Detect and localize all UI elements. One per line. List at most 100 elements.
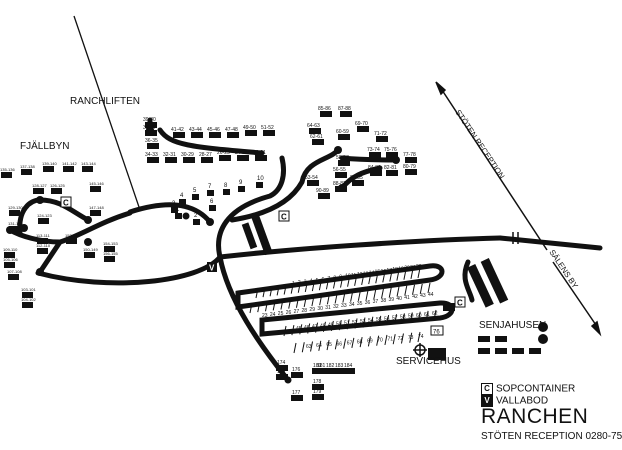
cabin-block xyxy=(21,169,32,175)
cabin-number: 82-81 xyxy=(384,165,397,171)
cabin-block xyxy=(9,226,20,232)
row3-number: 57 xyxy=(392,315,398,321)
parking-tick xyxy=(322,321,326,332)
cabin-number: 41-42 xyxy=(171,127,184,133)
parking-tick xyxy=(311,280,315,292)
cabin-number: 69-70 xyxy=(355,121,368,127)
marker-container-east: C xyxy=(457,299,463,308)
cabin-block xyxy=(171,207,178,213)
cabin-block xyxy=(227,132,239,138)
cabin-number: 53-54 xyxy=(305,175,318,181)
lower-cabin-number: 181 xyxy=(317,363,326,369)
parking-tick xyxy=(367,336,371,347)
row1-number: 20 xyxy=(404,266,410,272)
cabin-block xyxy=(145,122,157,128)
cabin-number: 113-111 xyxy=(36,233,51,238)
arrow-south-icon xyxy=(590,320,602,337)
parking-tick xyxy=(310,341,314,352)
parking-tick xyxy=(351,337,355,348)
parking-tick xyxy=(319,295,323,306)
row4-number: 72 xyxy=(398,336,404,342)
cabin-block xyxy=(340,111,352,117)
cabin-block xyxy=(291,395,303,401)
cabin-block xyxy=(37,248,48,254)
row3-number: 56 xyxy=(384,316,390,322)
cabin-number: 62-61 xyxy=(310,134,323,140)
cabin-block xyxy=(22,292,33,298)
row1-number: 5 xyxy=(316,278,319,284)
marker-container-fjallbyn: C xyxy=(63,199,69,208)
map-title: RANCHEN xyxy=(481,405,589,428)
row2-number: 31 xyxy=(325,305,331,311)
cabin-block xyxy=(245,130,257,136)
cabin-number: 58-57 xyxy=(336,155,349,161)
parking-tick xyxy=(304,281,308,293)
parking-tick xyxy=(361,274,365,286)
parking-tick xyxy=(280,299,284,310)
cabin-number: 109-110 xyxy=(3,247,18,252)
cabin-number: 75-76 xyxy=(384,147,397,153)
row1-number: 8 xyxy=(333,275,336,281)
parking-tick xyxy=(334,339,338,350)
parking-tick xyxy=(404,285,408,296)
cabin-number: 43-44 xyxy=(189,127,202,133)
cabin-block xyxy=(276,374,288,380)
parking-tick xyxy=(334,293,338,304)
cabin-number: 150-149 xyxy=(83,247,98,252)
row3-number: 60 xyxy=(416,313,422,319)
parking-tick xyxy=(384,334,388,346)
parking-tick xyxy=(297,282,301,293)
lower-cabin-number: 180 xyxy=(313,363,322,369)
parking-tick xyxy=(354,275,358,286)
cabin-number: 103-101 xyxy=(21,287,36,292)
cabin-block xyxy=(405,169,417,175)
direction-arrows xyxy=(435,81,602,337)
lower-cabin-number: 174 xyxy=(277,360,286,366)
row2-number: 29 xyxy=(309,307,315,313)
cabin-block xyxy=(90,210,101,216)
row4-number: 65 xyxy=(326,342,332,348)
cabin-block xyxy=(183,157,195,163)
parking-tick xyxy=(401,313,405,324)
row3-number: 54 xyxy=(368,318,374,324)
row1-number: 21 xyxy=(410,265,416,271)
cabin-block xyxy=(386,170,398,176)
parking-tick xyxy=(410,268,414,279)
parking-tick xyxy=(396,270,400,281)
parking-tick xyxy=(342,292,346,303)
cabin-block xyxy=(147,143,159,149)
cabin-block xyxy=(84,252,95,258)
lower-cabin-number: 182 xyxy=(326,363,335,369)
parking-tick xyxy=(330,320,334,332)
cabin-block xyxy=(276,365,288,371)
parking-tick xyxy=(269,286,273,297)
row1-number: 19 xyxy=(398,266,404,272)
cabin-number: 145-146 xyxy=(89,181,104,186)
parking-tick xyxy=(326,339,330,351)
parking-tick xyxy=(295,297,299,308)
row2-number: 37 xyxy=(373,299,379,305)
parking-tick xyxy=(301,342,305,353)
cabin-number: 32-31 xyxy=(163,152,176,158)
cabin-number: 137-138 xyxy=(20,164,35,169)
row2-number: 25 xyxy=(278,311,284,317)
row4-number: 69 xyxy=(367,339,373,345)
parking-tick xyxy=(409,332,413,343)
row1-number: 11 xyxy=(351,273,356,279)
parking-tick xyxy=(311,295,315,307)
cabin-number: 56-55 xyxy=(333,167,346,173)
senjahusen-cabins xyxy=(478,322,548,354)
parking-tick xyxy=(249,302,253,314)
label-ranchliften: RANCHLIFTEN xyxy=(70,96,140,107)
cabin-number: 126-125 xyxy=(50,183,65,188)
parking-tick xyxy=(354,318,358,329)
cabin-number: 60-59 xyxy=(336,129,349,135)
parking-tick xyxy=(376,335,380,346)
parking-tick xyxy=(370,316,374,327)
cabin-block xyxy=(8,274,19,280)
cabin-block xyxy=(369,152,381,158)
cabin-number: 9 xyxy=(239,180,243,186)
